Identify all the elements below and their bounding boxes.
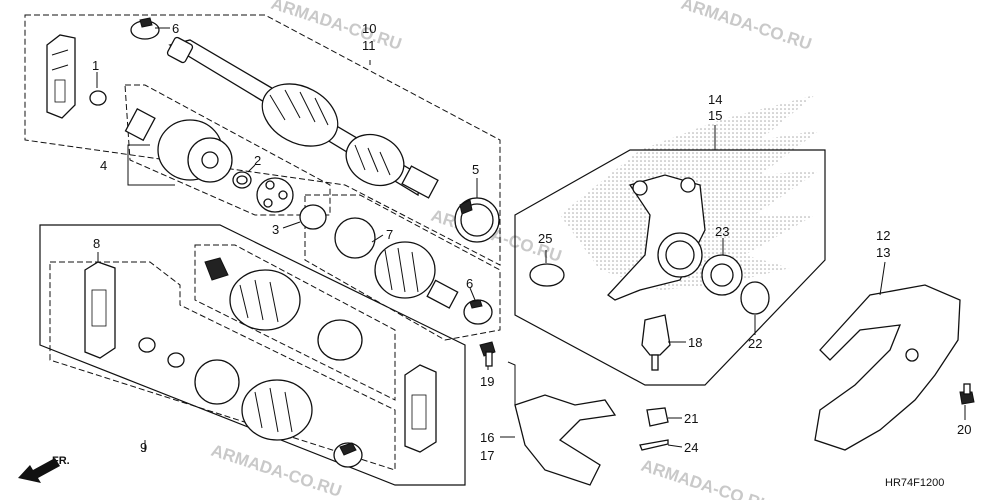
callout-18: 18 — [688, 335, 702, 350]
frame-outer-boot — [194, 244, 396, 401]
circlip-3 — [299, 204, 327, 230]
callout-14: 14 — [708, 92, 722, 107]
label-sheet-8 — [84, 261, 116, 359]
callout-21: 21 — [684, 411, 698, 426]
knuckle-14-15 — [607, 174, 706, 301]
callout-6b: 6 — [466, 276, 473, 291]
ball-joint-18 — [641, 314, 671, 371]
callout-12: 12 — [876, 228, 890, 243]
callout-7: 7 — [386, 227, 393, 242]
driveshaft-assembly — [166, 36, 439, 199]
boot-7 — [334, 217, 459, 309]
callout-24: 24 — [684, 440, 698, 455]
watermark-2: ARMADA-CO.RU — [679, 0, 814, 54]
callout-9: 9 — [140, 440, 147, 455]
callout-3: 3 — [272, 222, 279, 237]
frame-inner-joint — [124, 84, 331, 216]
callout-19: 19 — [480, 374, 494, 389]
frame-boot-subset — [49, 261, 396, 471]
watermark-5: ARMADA-CO.RU — [639, 456, 774, 500]
frame-boot-set — [39, 224, 466, 486]
group-frames — [24, 14, 826, 486]
direction-label: FR. — [52, 455, 70, 467]
callout-20: 20 — [957, 422, 971, 437]
inner-joint-4 — [124, 107, 233, 183]
callout-13: 13 — [876, 245, 890, 260]
splash-guard-12-13 — [814, 284, 961, 451]
bolt-19 — [479, 341, 496, 367]
label-sheet-top — [46, 34, 76, 119]
diagram-code: HR74F1200 — [885, 477, 944, 489]
bearing-cage — [256, 177, 294, 213]
circlip-22 — [740, 281, 770, 315]
clamp-band-5 — [454, 197, 500, 243]
callout-6a: 6 — [172, 21, 179, 36]
watermark-1: ARMADA-CO.RU — [269, 0, 404, 54]
callout-22: 22 — [748, 336, 762, 351]
small-rings-lower — [138, 337, 185, 368]
callout-16: 16 — [480, 430, 494, 445]
watermark-4: ARMADA-CO.RU — [209, 441, 344, 500]
callout-11: 11 — [362, 38, 376, 53]
bracket-16-17 — [514, 394, 617, 486]
ring-25 — [529, 263, 565, 287]
callout-5: 5 — [472, 162, 479, 177]
callout-25: 25 — [538, 231, 552, 246]
snap-ring-1 — [89, 90, 107, 106]
boot-outer-lower — [204, 257, 363, 361]
callouts: 6 10 11 1 4 2 3 5 7 6 8 9 14 15 25 23 22… — [92, 21, 971, 463]
label-sheet-9 — [404, 364, 437, 453]
bolt-20 — [959, 383, 975, 405]
leader-lines — [96, 27, 966, 452]
nut-21 — [646, 407, 669, 427]
callout-23: 23 — [715, 224, 729, 239]
frame-knuckle — [514, 149, 826, 386]
callout-10: 10 — [362, 21, 376, 36]
frame-boot-kit — [304, 194, 501, 341]
ring-2 — [232, 171, 252, 189]
bearing-23 — [701, 254, 743, 296]
front-direction-arrow-icon: FR. — [18, 455, 70, 483]
callout-4: 4 — [100, 158, 107, 173]
cotter-pin-24 — [639, 439, 669, 451]
clamp-band-6-top — [130, 17, 160, 40]
callout-1: 1 — [92, 58, 99, 73]
callout-8: 8 — [93, 236, 100, 251]
callout-2: 2 — [254, 153, 261, 168]
frame-driveshaft — [24, 14, 501, 266]
clamp-band-6-mid — [463, 299, 493, 325]
callout-15: 15 — [708, 108, 722, 123]
callout-17: 17 — [480, 448, 494, 463]
boot-inner-lower — [194, 359, 363, 468]
